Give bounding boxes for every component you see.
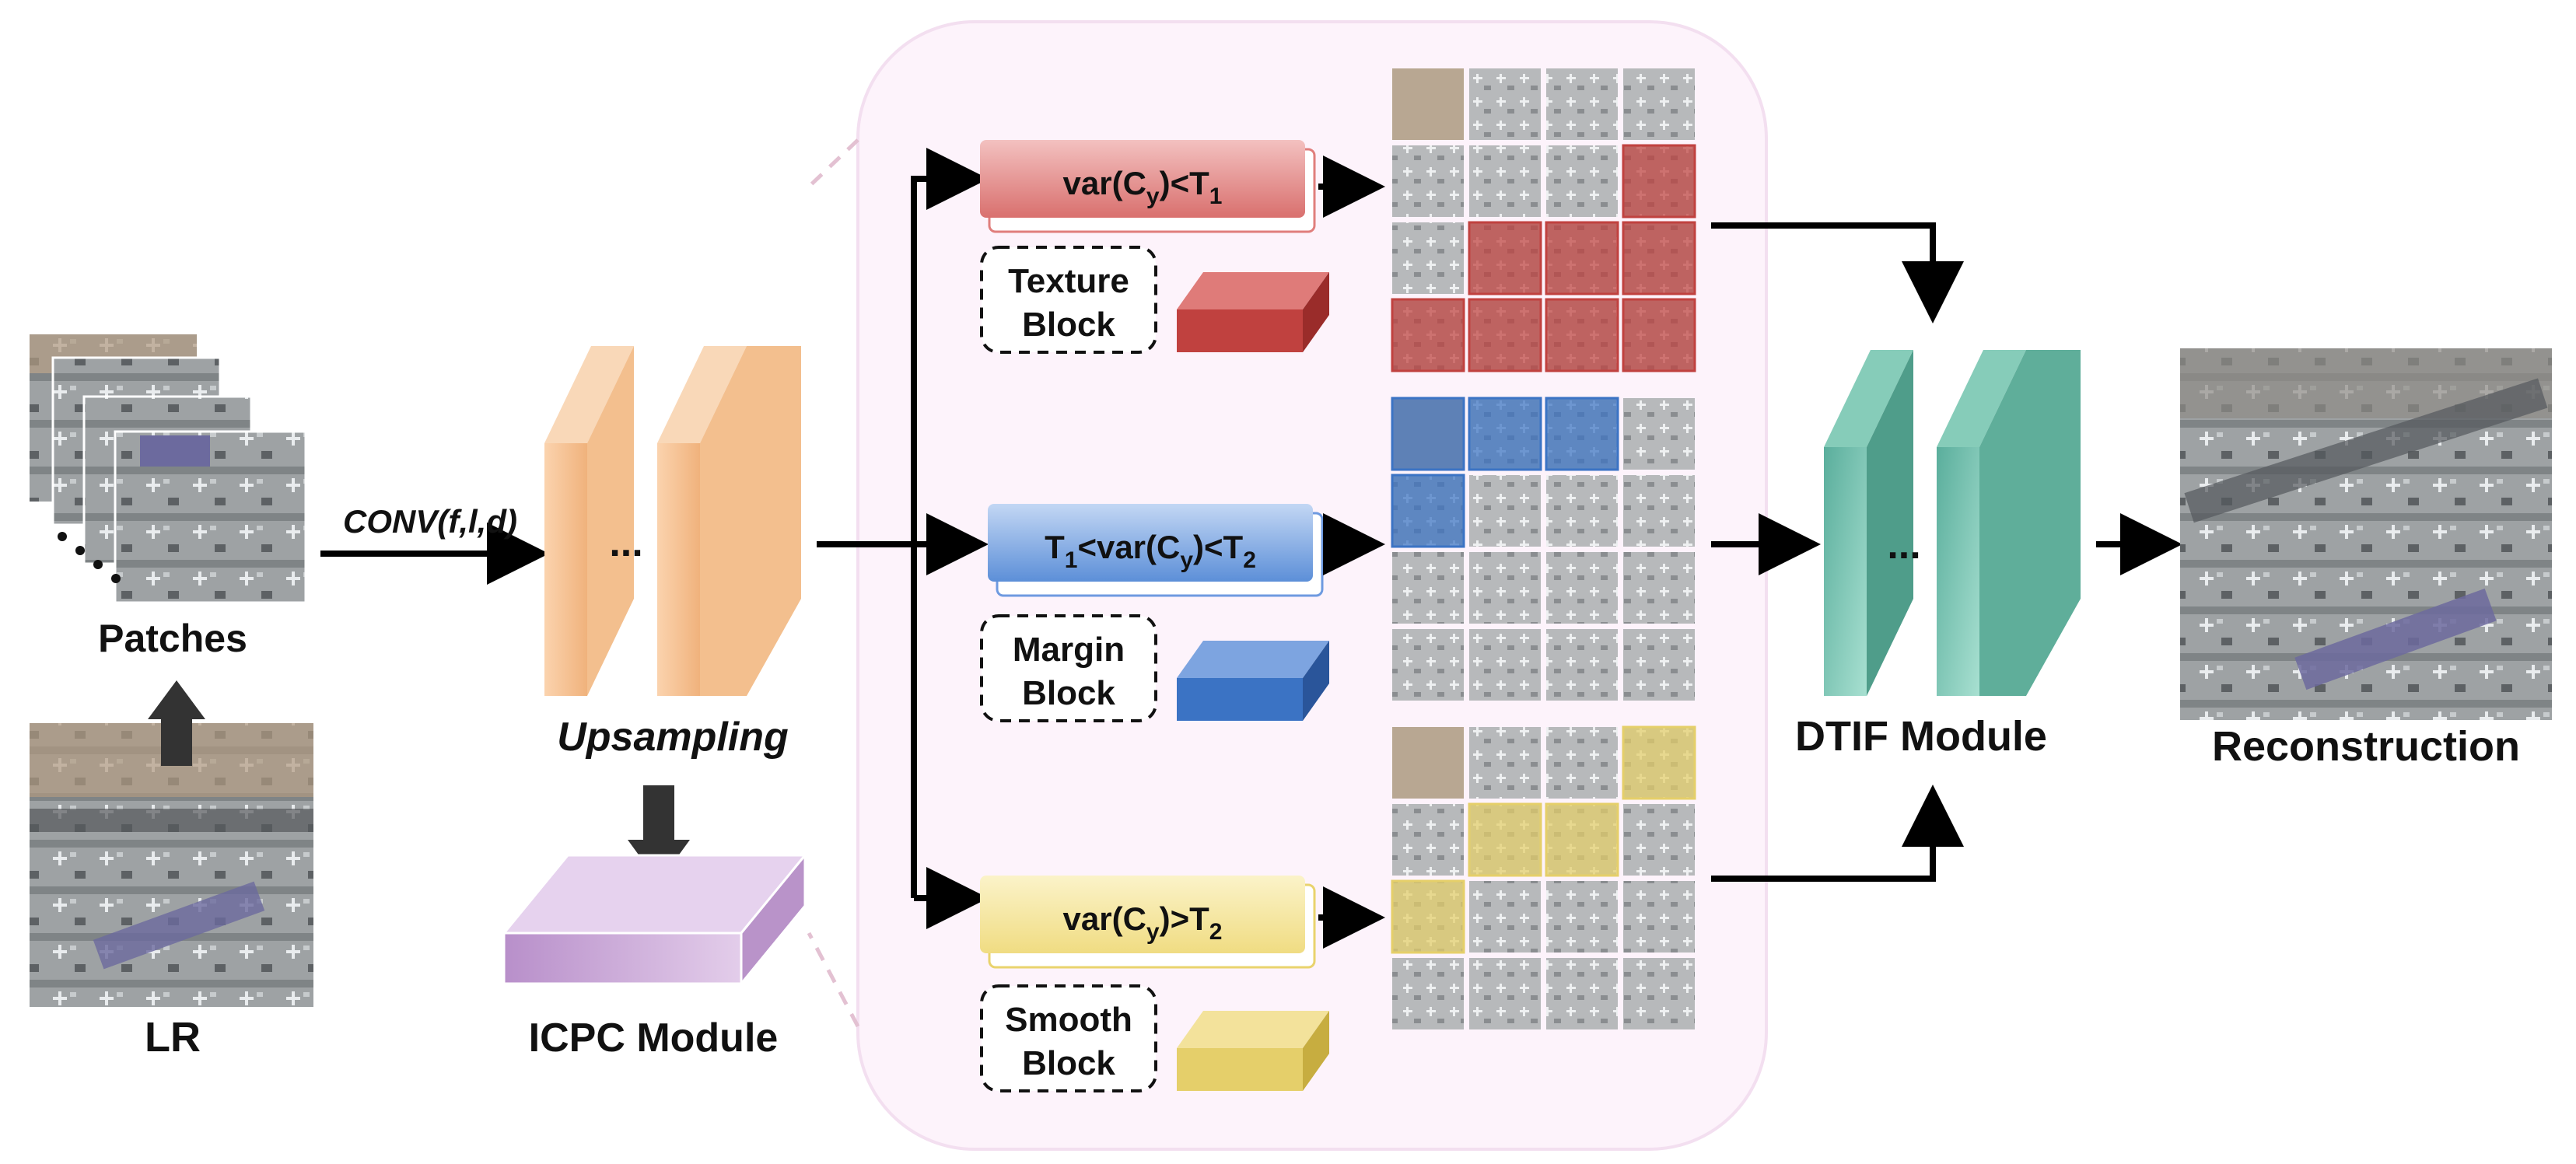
smooth-tile [1469,727,1541,799]
smooth-tile [1392,804,1464,876]
lr-label: LR [145,1014,201,1061]
texture-tile [1546,68,1618,140]
margin-tile-grid [1391,397,1695,701]
smooth-tile [1546,958,1618,1029]
dtif-ellipsis: ... [1887,523,1920,568]
smooth-tile [1469,881,1541,953]
texture-block-line2: Block [1022,306,1115,344]
margin-tile [1623,552,1695,624]
texture-tile [1392,68,1464,140]
texture-tile [1469,145,1541,217]
dtif-label: DTIF Module [1795,713,2047,760]
smooth-tile-highlight [1468,802,1542,877]
texture-condition: var(Cy)<T1 [1063,165,1223,209]
patches-label: Patches [98,617,247,660]
condition-box-margin [988,504,1313,582]
smooth-tile [1623,881,1695,953]
texture-tile [1469,68,1541,140]
margin-block-tag [980,614,1157,722]
smooth-tile [1392,727,1464,799]
texture-tile [1623,68,1695,140]
reconstruction-image [2180,348,2552,720]
smooth-tile-highlight [1391,879,1465,954]
icpc-module-block [501,851,808,987]
margin-tile [1546,475,1618,547]
upsampling-label: Upsampling [557,715,789,760]
smooth-block-line1: Smooth [1005,1001,1132,1039]
margin-tile-highlight [1545,397,1619,471]
lr-image [30,723,313,1007]
texture-tile-highlight [1468,298,1542,372]
margin-tile [1623,475,1695,547]
smooth-tile-highlight [1622,725,1696,800]
texture-tile-highlight [1622,144,1696,218]
texture-tile-highlight [1622,298,1696,372]
margin-tile-highlight [1391,397,1465,471]
texture-tile [1392,145,1464,217]
texture-tile-highlight [1391,298,1465,372]
smooth-tile [1546,881,1618,953]
smooth-block-line2: Block [1022,1044,1115,1082]
upsampling-ellipsis: ... [609,520,642,565]
margin-tile [1546,552,1618,624]
margin-condition: T1<var(Cy)<T2 [1045,529,1256,573]
texture-tile-highlight [1468,221,1542,295]
smooth-tile [1623,958,1695,1029]
margin-tile-highlight [1391,474,1465,548]
reconstruction-label: Reconstruction [2212,723,2520,770]
texture-block-cube [1177,272,1329,352]
condition-box-texture [980,140,1305,218]
texture-block-line1: Texture [1008,262,1129,300]
margin-tile [1469,475,1541,547]
margin-tile-highlight [1468,397,1542,471]
margin-tile [1392,552,1464,624]
smooth-tile [1469,958,1541,1029]
panel-dashed-connector-top [807,138,859,188]
branch-split-arrows [817,148,989,929]
texture-tile [1546,145,1618,217]
margin-tile [1546,629,1618,701]
texture-tile-grid [1391,68,1696,372]
margin-tile [1469,552,1541,624]
patches-stack [30,334,307,604]
condition-box-smooth [980,876,1305,953]
texture-tile-highlight [1622,221,1696,295]
margin-tile [1623,629,1695,701]
margin-block-cube [1177,641,1329,721]
margin-branch: T1<var(Cy)<T2 Margin Block [980,504,1329,722]
margin-block-line1: Margin [1013,631,1125,669]
dtif-module-block [1824,350,2081,696]
margin-tile [1623,398,1695,470]
grids-to-dtif-arrows [1711,222,1964,882]
texture-tile-highlight [1545,221,1619,295]
texture-branch: var(Cy)<T1 Texture Block [980,140,1329,354]
smooth-block-tag [980,984,1157,1092]
smooth-branch: var(Cy)>T2 Smooth Block [980,876,1329,1092]
smooth-tile [1546,727,1618,799]
smooth-tile [1623,804,1695,876]
margin-block-line2: Block [1022,674,1115,712]
panel-dashed-connector-bottom [807,932,860,1028]
margin-tile [1392,629,1464,701]
conv-label: CONV(f,l,d) [343,503,517,540]
icpc-label: ICPC Module [529,1015,779,1061]
margin-tile [1469,629,1541,701]
smooth-block-cube [1177,1011,1329,1091]
lr-to-patches-arrow [148,680,205,766]
smooth-tile-grid [1391,725,1696,1029]
smooth-tile [1392,958,1464,1029]
texture-tile [1392,222,1464,294]
texture-tile-highlight [1545,298,1619,372]
texture-block-tag [980,246,1157,354]
upsampling-block [544,346,801,696]
smooth-condition: var(Cy)>T2 [1063,900,1223,945]
smooth-tile-highlight [1545,802,1619,877]
